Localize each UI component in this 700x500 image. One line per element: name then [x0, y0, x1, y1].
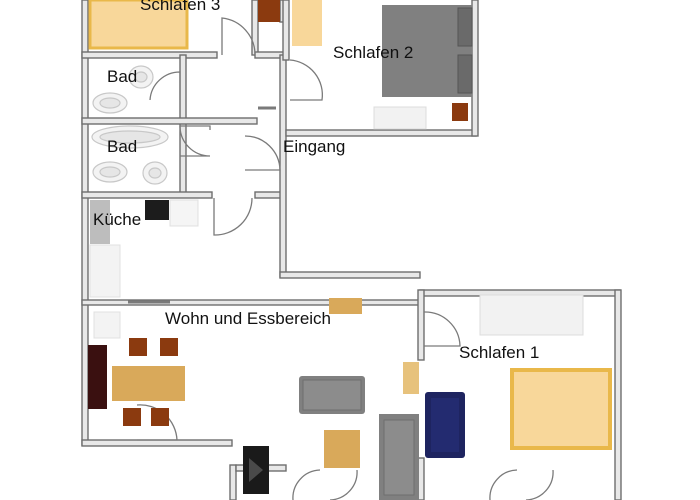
schlafen1-furniture	[425, 294, 612, 458]
bad-furniture	[91, 65, 169, 185]
desk-schlafen2	[292, 0, 322, 46]
label-bad-upper: Bad	[107, 67, 138, 86]
bench	[329, 298, 362, 314]
counter	[89, 244, 121, 298]
chair-3	[123, 408, 141, 426]
label-wohn: Wohn und Essbereich	[165, 309, 332, 328]
schlafen2-furniture	[292, 0, 473, 130]
wardrobe-schlafen2	[373, 106, 427, 130]
counter-top	[169, 199, 199, 227]
fridge	[90, 200, 110, 244]
chair-2	[160, 338, 178, 356]
nightstand-schlafen2	[452, 103, 468, 121]
chair-1	[129, 338, 147, 356]
nightstand-schlafen3	[258, 0, 280, 22]
walls	[81, 0, 622, 500]
label-schlafen1: Schlafen 1	[459, 343, 540, 362]
label-kueche: Küche	[93, 210, 142, 229]
wardrobe-schlafen1	[479, 294, 584, 336]
coffee-table	[324, 430, 360, 468]
bed-schlafen3	[88, 0, 189, 50]
chair-4	[151, 408, 169, 426]
side-cabinet	[93, 311, 121, 339]
label-schlafen2: Schlafen 2	[333, 43, 414, 62]
small-table	[403, 362, 419, 394]
stove	[145, 200, 169, 220]
label-eingang: Eingang	[283, 137, 346, 156]
schlafen3-furniture	[88, 0, 280, 50]
shelf-left	[88, 345, 107, 409]
dining-table	[112, 366, 185, 401]
label-bad-lower: Bad	[107, 137, 138, 156]
kueche-furniture	[89, 199, 199, 298]
wohn-furniture	[88, 298, 419, 500]
bed-schlafen1	[510, 368, 612, 450]
label-schlafen3: Schlafen 3	[140, 0, 221, 14]
double-bed-schlafen2	[382, 5, 472, 97]
doors	[128, 17, 554, 500]
